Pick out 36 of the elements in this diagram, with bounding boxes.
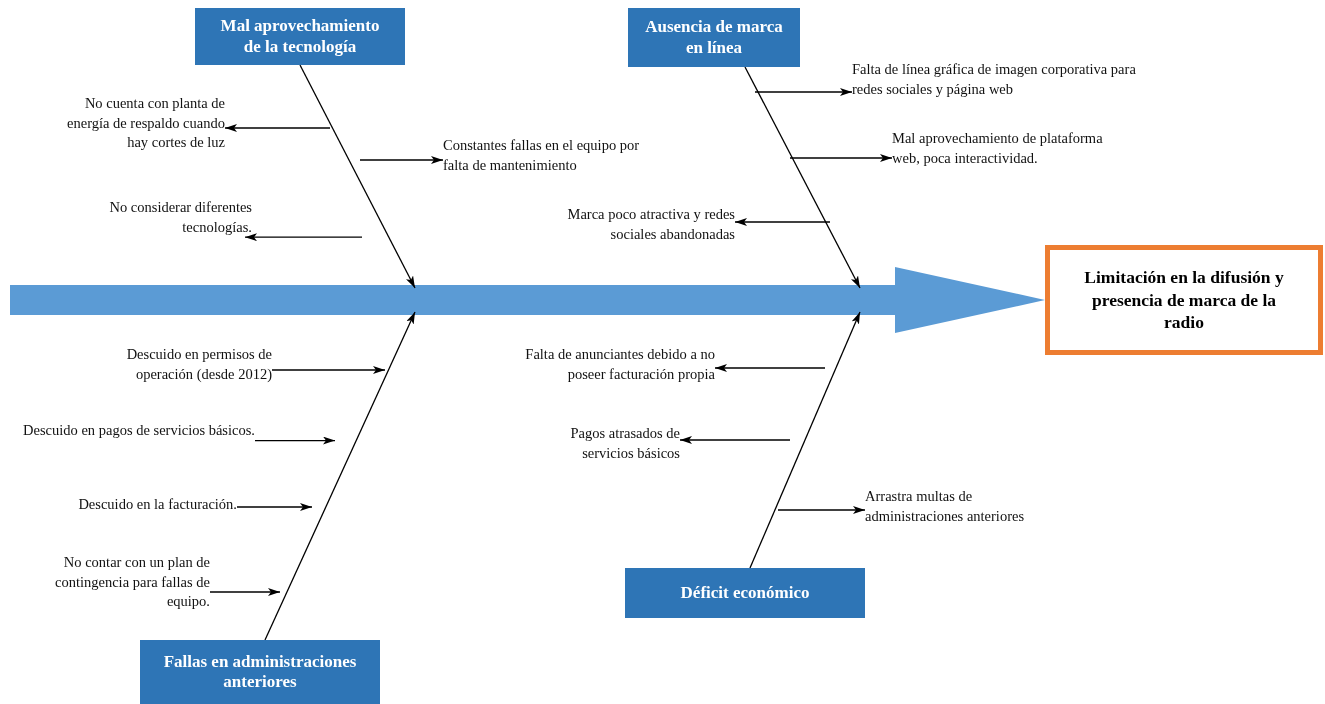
cause-text: Arrastra multas de administraciones anteriores: [865, 487, 1065, 527]
arrow: [254, 436, 336, 445]
bone-arrow: [299, 64, 416, 289]
arrow: [679, 436, 791, 444]
cause-text: Mal aprovechamiento de plataforma web, poca interactividad.: [892, 129, 1117, 169]
bone-arrow: [744, 66, 861, 289]
arrow: [734, 218, 831, 226]
cause-text: Descuido en la facturación.: [25, 495, 237, 515]
arrow: [224, 124, 331, 132]
cause-text: Constantes fallas en el equipo por falta de mantenimiento: [443, 136, 655, 176]
category-box: Déficit económico: [625, 568, 865, 618]
arrow: [754, 88, 853, 96]
arrow: [209, 588, 281, 596]
arrow: [271, 366, 386, 374]
bone-arrow: [749, 311, 861, 569]
cause-text: Descuido en permisos de operación (desde 2012): [87, 345, 272, 385]
cause-text: No considerar diferentes tecnologías.: [55, 198, 252, 238]
cause-text: No cuenta con planta de energía de respaldo cuando hay cortes de luz: [45, 94, 225, 153]
cause-text: No contar con un plan de contingencia para fallas de equipo.: [15, 553, 210, 612]
cause-text: Descuido en pagos de servicios básicos.: [15, 421, 255, 441]
category-box: Ausencia de marca en línea: [628, 8, 800, 67]
arrow: [789, 154, 893, 162]
arrow: [236, 503, 313, 511]
spine-arrow: [10, 267, 1045, 333]
bone-arrow: [264, 311, 416, 641]
arrow: [244, 233, 363, 242]
cause-text: Falta de anunciantes debido a no poseer facturación propia: [505, 345, 715, 385]
category-box: Fallas en administraciones anteriores: [140, 640, 380, 704]
cause-text: Falta de línea gráfica de imagen corporativa para redes sociales y página web: [852, 60, 1144, 100]
arrow: [359, 156, 444, 164]
cause-text: Pagos atrasados de servicios básicos: [520, 424, 680, 464]
category-box: Mal aprovechamiento de la tecnología: [195, 8, 405, 65]
effect-box: Limitación en la difusión y presencia de marca de la radio: [1045, 245, 1323, 355]
cause-text: Marca poco atractiva y redes sociales abandonadas: [530, 205, 735, 245]
arrow: [714, 364, 826, 372]
arrow: [777, 506, 866, 514]
